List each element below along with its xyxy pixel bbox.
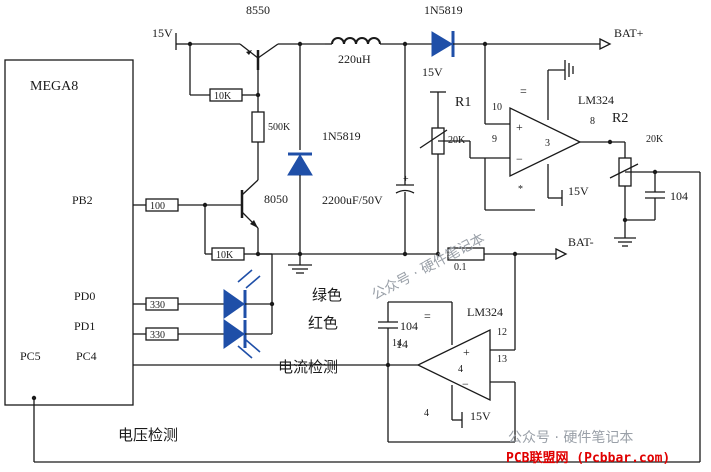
r2-name: R2 [612, 111, 628, 126]
net-bat-plus: BAT+ [614, 26, 644, 40]
label-voltage-detect: 电压检测 [118, 426, 178, 444]
diode-flyback: 1N5819 [287, 41, 361, 254]
led-red: 330 红色 [133, 314, 338, 359]
opamp2-pin-out: 14 [392, 338, 402, 349]
r2-value: 20K [646, 134, 664, 145]
opamp1-feedback: * [484, 158, 535, 211]
resistor-330a-value: 330 [150, 300, 165, 311]
led-common [258, 253, 275, 334]
potentiometer-r1: R1 20K [419, 91, 471, 254]
opamp1-plus: + [516, 120, 523, 134]
opamp1-name: LM324 [578, 93, 614, 107]
label-green: 绿色 [312, 286, 342, 304]
diode-output-supply: 15V [422, 65, 443, 79]
inductor-value: 220uH [338, 52, 371, 66]
supply-15v-top: 15V [152, 26, 193, 50]
label-red: 红色 [308, 314, 338, 332]
opamp1-supply: 15V [568, 184, 589, 198]
opamp1-pin3: 3 [545, 138, 550, 149]
opamp1-pin-plus: 10 [492, 102, 502, 113]
diode-output-label: 1N5819 [424, 3, 463, 17]
resistor-500k: 500K [251, 95, 291, 180]
capacitor-104-right-value: 104 [670, 189, 688, 203]
opamp1-pin-out: 8 [590, 116, 595, 127]
opamp2-supply: 15V [470, 409, 491, 423]
transistor-8050-label: 8050 [264, 192, 288, 206]
shunt-value: 0.1 [454, 262, 467, 273]
pin-pd1-label: PD1 [74, 319, 95, 333]
potentiometer-r2: R2 20K [609, 111, 664, 230]
opamp2-pin-a: 12 [497, 327, 507, 338]
opamp-2: + − = 4 LM324 12 13 14 4 15V [133, 254, 516, 443]
opamp2-pin-gnd: 4 [424, 408, 429, 419]
capacitor-104-left: 104 14 [378, 302, 418, 442]
pin-pc4-label: PC4 [76, 349, 97, 363]
resistor-10k-bottom: 10K [204, 205, 261, 261]
resistor-10k-top: 10K [189, 44, 261, 102]
led-green: 330 绿色 [133, 269, 342, 319]
opamp2-name: LM324 [467, 305, 503, 319]
diode-flyback-label: 1N5819 [322, 129, 361, 143]
pin-pd0-label: PD0 [74, 289, 95, 303]
opamp2-minus: − [462, 377, 469, 391]
resistor-10k-top-value: 10K [214, 91, 232, 102]
svg-text:+: + [403, 174, 409, 185]
capacitor-104-right: 104 [614, 172, 688, 247]
mcu-block: MEGA8 PB2 PD0 PD1 PC4 PC5 [4, 59, 134, 406]
diode-output: 1N5819 15V BAT+ [405, 3, 644, 79]
opamp1-eq: = [520, 84, 527, 98]
supply-15v-label: 15V [152, 26, 173, 40]
resistor-10k-bottom-value: 10K [216, 250, 234, 261]
opamp2-plus: + [463, 345, 470, 359]
mcu-name: MEGA8 [30, 79, 78, 94]
pin-pb2-label: PB2 [72, 193, 93, 207]
watermark-mid: 公众号 · 硬件笔记本 [369, 231, 487, 304]
resistor-100: 100 [133, 198, 208, 212]
opamp2-pin-b: 13 [497, 354, 507, 365]
watermark-bottom: 公众号 · 硬件笔记本 [508, 430, 633, 446]
resistor-330b-value: 330 [150, 330, 165, 341]
transistor-8550: 8550 [190, 3, 325, 95]
opamp2-inner: 4 [458, 364, 463, 375]
opamp2-eq: = [424, 309, 431, 323]
resistor-500k-value: 500K [268, 122, 291, 133]
resistor-100-value: 100 [150, 201, 165, 212]
transistor-8550-label: 8550 [246, 3, 270, 17]
inductor-220uh: 220uH [325, 37, 408, 66]
label-current-detect: 电流检测 [278, 358, 338, 376]
transistor-8050: 8050 [205, 179, 288, 254]
r1-name: R1 [455, 95, 471, 110]
shunt-resistor: 0.1 BAT- [447, 235, 594, 273]
capacitor-bulk: + 2200uF/50V [322, 44, 415, 254]
capacitor-bulk-label: 2200uF/50V [322, 193, 383, 207]
opamp2-pin-14: 14 [396, 337, 408, 351]
voltage-detect-wire [31, 171, 701, 463]
watermark-site: PCB联盟网 (Pcbbar.com) [506, 450, 670, 466]
pin-pc5-label: PC5 [20, 349, 41, 363]
opamp1-star: * [518, 184, 523, 195]
capacitor-104-left-value: 104 [400, 319, 418, 333]
net-bat-minus: BAT- [568, 235, 594, 249]
opamp1-minus: − [516, 152, 523, 166]
opamp1-pin-minus: 9 [492, 134, 497, 145]
opamp-1: + − = 3 LM324 8 10 9 15V [469, 44, 625, 206]
